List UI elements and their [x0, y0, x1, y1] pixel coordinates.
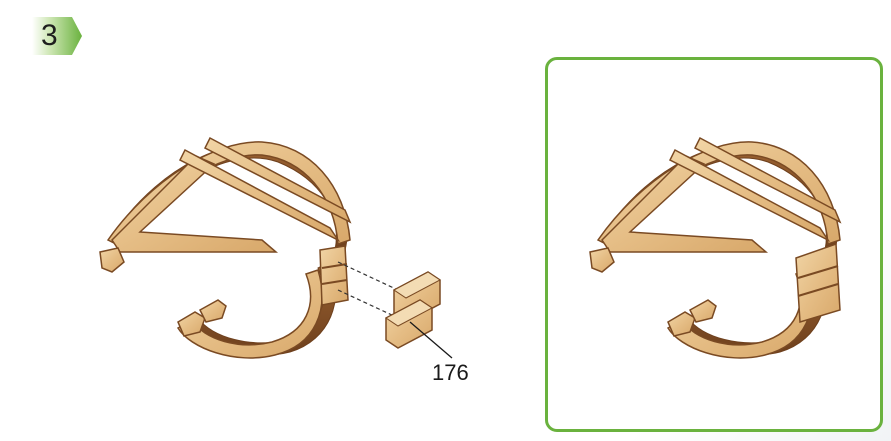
ring-notch-mid	[200, 300, 226, 322]
assembled-result	[590, 138, 840, 358]
frame-side-slots	[320, 246, 348, 305]
part-176	[386, 272, 440, 348]
exploded-assembly	[100, 138, 452, 358]
guide-line-lower	[338, 290, 394, 316]
part-number-label: 176	[432, 360, 469, 386]
